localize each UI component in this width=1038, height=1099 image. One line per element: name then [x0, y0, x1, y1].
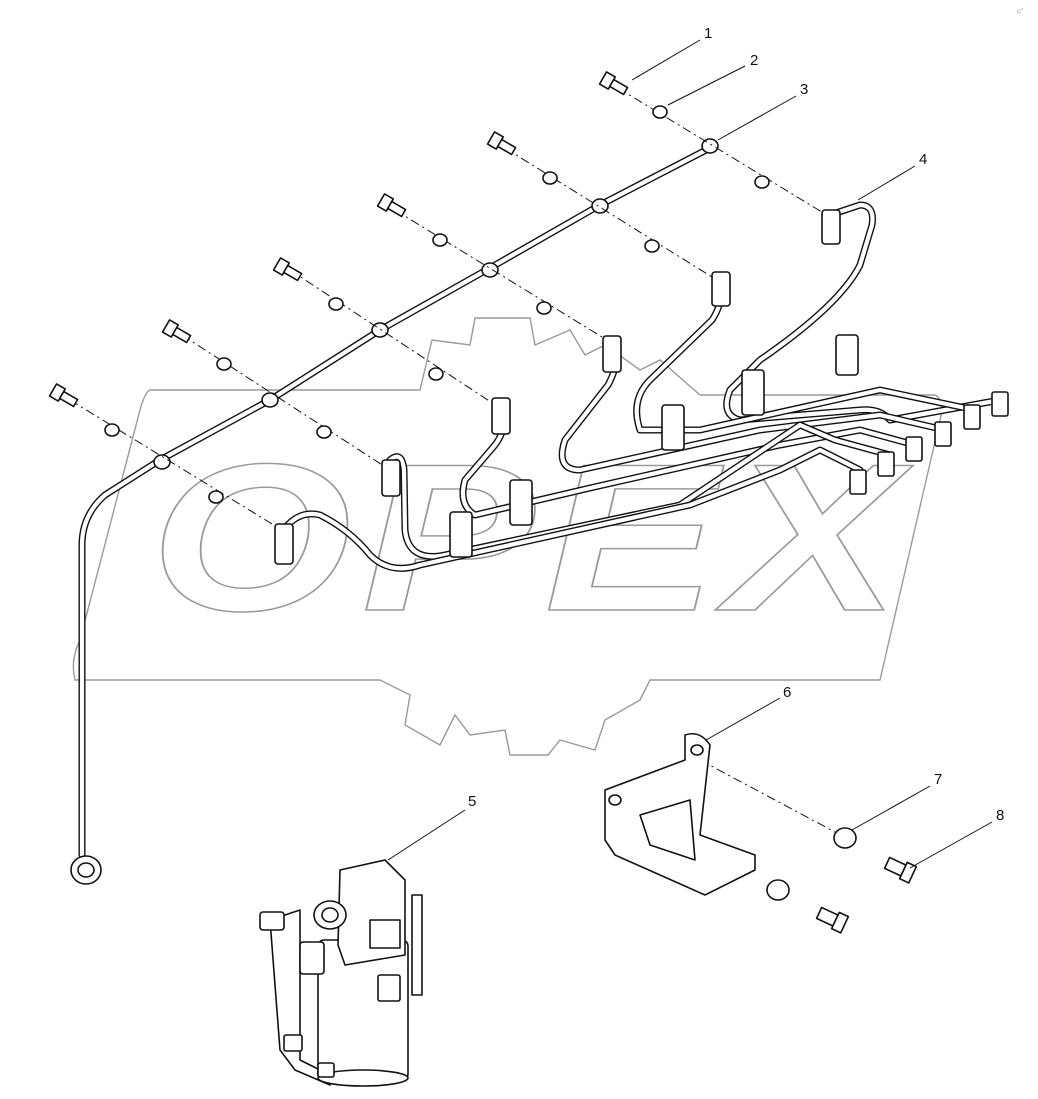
bracket-washer-icon — [766, 879, 790, 901]
bracket-bolt-icon — [815, 906, 850, 934]
callout-number: 6 — [783, 684, 791, 701]
corner-mark: c~ — [1016, 6, 1026, 16]
banjo-bolt-icon — [272, 257, 303, 282]
callout-number: 8 — [996, 807, 1004, 824]
bracket-bolt-icon — [883, 856, 918, 884]
banjo-bolt-icon — [486, 131, 517, 156]
watermark: OPEX — [72, 317, 943, 756]
watermark-gear-outline — [72, 317, 943, 756]
washer-icon — [328, 297, 344, 311]
bracket-washer-icon — [833, 827, 857, 849]
fuel-filter — [259, 859, 423, 1087]
banjo-bolt-icon — [48, 383, 79, 408]
callout-number: 3 — [800, 81, 808, 98]
washer-icon — [432, 233, 448, 247]
washer-icon — [428, 367, 444, 381]
washer-icon — [208, 490, 224, 504]
banjo-bolt-icon — [598, 71, 629, 96]
callout-number: 4 — [919, 151, 927, 168]
pump-end-nut-icon — [849, 391, 1009, 495]
washer-icon — [216, 357, 232, 371]
banjo-fitting — [153, 138, 719, 470]
callouts: 1 2 3 4 5 6 7 8 — [387, 25, 1004, 869]
washer-icon — [542, 171, 558, 185]
washer-icon — [316, 425, 332, 439]
sealing-washers — [104, 105, 770, 504]
pipe-clamp-icon — [449, 334, 859, 558]
washer-icon — [536, 301, 552, 315]
banjo-bolts — [48, 71, 629, 408]
washer-icon — [652, 105, 668, 119]
injection-lines — [274, 201, 1009, 572]
washer-icon — [754, 175, 770, 189]
washer-icon — [644, 239, 660, 253]
return-line — [70, 138, 719, 885]
line-connector-icon — [274, 209, 841, 565]
callout-number: 2 — [750, 52, 758, 69]
banjo-bolt-icon — [161, 319, 192, 344]
callout-number: 5 — [468, 793, 476, 810]
callout-number: 1 — [704, 25, 712, 42]
mounting-bracket — [604, 732, 756, 896]
callout-number: 7 — [934, 771, 942, 788]
banjo-bolt-icon — [376, 193, 407, 218]
washer-icon — [104, 423, 120, 437]
